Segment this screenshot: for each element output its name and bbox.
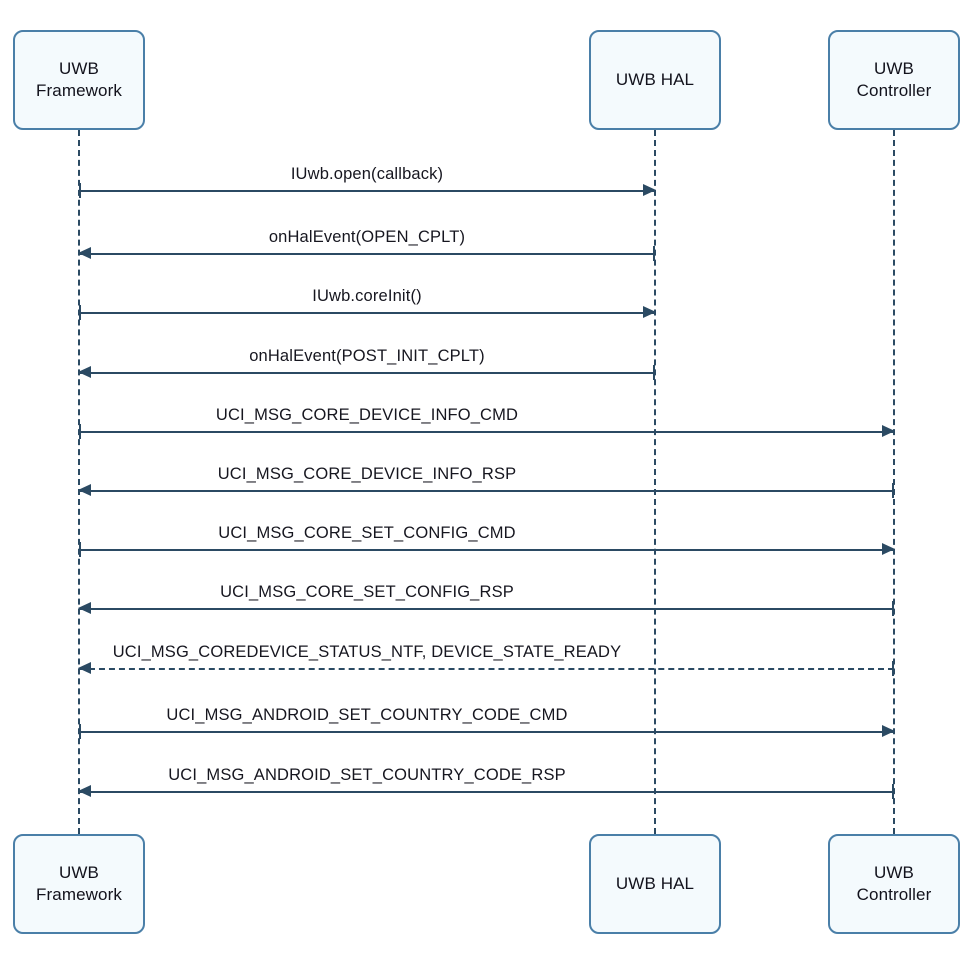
participant-box-hal-top: UWB HAL [589, 30, 721, 130]
arrow-shaft [79, 431, 894, 433]
participant-label-hal: UWB HAL [612, 873, 698, 895]
arrow-tail-tick [79, 424, 81, 439]
arrow-shaft [79, 190, 655, 192]
participant-label-hal: UWB HAL [612, 69, 698, 91]
arrow-shaft [79, 312, 655, 314]
arrow-head-icon [882, 425, 895, 437]
arrow-head-icon [78, 484, 91, 496]
arrow-tail-tick [892, 661, 894, 676]
participant-label-line1: UWB HAL [615, 69, 695, 89]
message-label: UCI_MSG_ANDROID_SET_COUNTRY_CODE_CMD [163, 706, 571, 725]
arrow-head-icon [882, 543, 895, 555]
message-label: UCI_MSG_CORE_SET_CONFIG_CMD [215, 524, 519, 543]
arrow-tail-tick [79, 542, 81, 557]
arrow-head-icon [882, 725, 895, 737]
arrow-shaft [79, 608, 894, 610]
lifeline-controller [893, 130, 895, 834]
participant-box-framework-top: UWB Framework [13, 30, 145, 130]
arrow-head-icon [643, 306, 656, 318]
arrow-shaft [79, 791, 894, 793]
participant-label-line1: UWB [874, 862, 914, 882]
message-label: UCI_MSG_CORE_DEVICE_INFO_RSP [214, 465, 520, 484]
message-label: UCI_MSG_CORE_SET_CONFIG_RSP [217, 583, 517, 602]
participant-label-line2: Framework [36, 885, 122, 904]
arrow-head-icon [78, 366, 91, 378]
participant-label-controller: UWB Controller [853, 58, 936, 102]
arrow-tail-tick [79, 724, 81, 739]
arrow-shaft [79, 253, 655, 255]
arrow-tail-tick [653, 365, 655, 380]
message-label: onHalEvent(POST_INIT_CPLT) [246, 347, 488, 366]
arrow-shaft [79, 668, 894, 670]
participant-label-framework: UWB Framework [32, 58, 126, 102]
lifeline-framework [78, 130, 80, 834]
arrow-shaft [79, 549, 894, 551]
arrow-tail-tick [892, 601, 894, 616]
arrow-shaft [79, 731, 894, 733]
arrow-tail-tick [79, 305, 81, 320]
participant-label-line2: Controller [856, 81, 932, 100]
arrow-tail-tick [892, 784, 894, 799]
participant-label-line1: UWB HAL [615, 873, 695, 893]
participant-box-controller-bottom: UWB Controller [828, 834, 960, 934]
lifeline-hal [654, 130, 656, 834]
arrow-head-icon [78, 662, 91, 674]
participant-label-line1: UWB [59, 862, 99, 882]
arrow-tail-tick [79, 183, 81, 198]
message-label: IUwb.coreInit() [309, 287, 425, 306]
participant-box-controller-top: UWB Controller [828, 30, 960, 130]
participant-label-line2: Framework [36, 81, 122, 100]
arrow-tail-tick [892, 483, 894, 498]
arrow-head-icon [78, 247, 91, 259]
participant-label-line1: UWB [59, 58, 99, 78]
message-label: UCI_MSG_CORE_DEVICE_INFO_CMD [212, 406, 522, 425]
participant-label-line2: Controller [856, 885, 932, 904]
message-label: onHalEvent(OPEN_CPLT) [265, 228, 469, 247]
arrow-head-icon [78, 785, 91, 797]
participant-label-line1: UWB [874, 58, 914, 78]
message-label: IUwb.open(callback) [287, 165, 447, 184]
message-label: UCI_MSG_COREDEVICE_STATUS_NTF, DEVICE_ST… [109, 643, 625, 662]
participant-label-controller: UWB Controller [853, 862, 936, 906]
participant-box-hal-bottom: UWB HAL [589, 834, 721, 934]
participant-label-framework: UWB Framework [32, 862, 126, 906]
participant-box-framework-bottom: UWB Framework [13, 834, 145, 934]
message-label: UCI_MSG_ANDROID_SET_COUNTRY_CODE_RSP [165, 766, 569, 785]
arrow-shaft [79, 372, 655, 374]
arrow-shaft [79, 490, 894, 492]
arrow-head-icon [78, 602, 91, 614]
arrow-tail-tick [653, 246, 655, 261]
arrow-head-icon [643, 184, 656, 196]
